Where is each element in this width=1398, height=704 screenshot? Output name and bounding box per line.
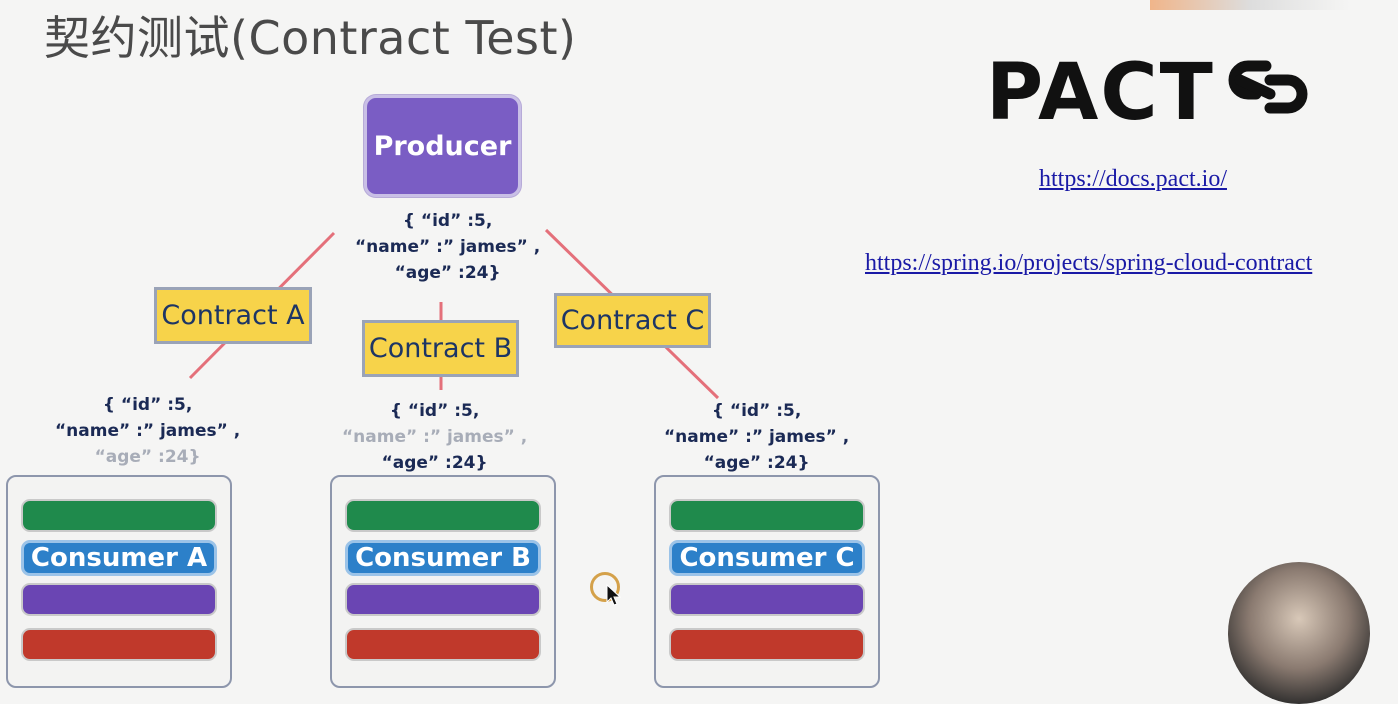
layer-bar-red: [345, 628, 541, 661]
consumer-c-label: Consumer C: [669, 540, 865, 576]
consumer-c-box: Consumer C: [654, 475, 880, 688]
json-line: “age” :24}: [703, 453, 810, 473]
json-line: { “id” :5,: [402, 211, 493, 231]
contract-c: Contract C: [554, 293, 711, 348]
pact-logo-text: PACT: [986, 48, 1215, 138]
layer-bar-purple: [21, 583, 217, 616]
chain-link-icon: [1228, 60, 1308, 114]
json-line: { “id” :5,: [711, 401, 802, 421]
consumer-b-label: Consumer B: [345, 540, 541, 576]
json-line: “name” :” james” ,: [664, 427, 850, 447]
mouse-pointer-icon: [606, 584, 622, 606]
json-line-unused: “name” :” james” ,: [342, 427, 528, 447]
blurred-corner: [1150, 0, 1350, 10]
layer-bar-purple: [669, 583, 865, 616]
consumer-a-box: Consumer A: [6, 475, 232, 688]
layer-bar-red: [669, 628, 865, 661]
consumer-c-json: { “id” :5, “name” :” james” , “age” :24}: [664, 398, 849, 476]
json-line: “name” :” james” ,: [355, 237, 541, 257]
layer-bar-purple: [345, 583, 541, 616]
spring-cloud-contract-link[interactable]: https://spring.io/projects/spring-cloud-…: [865, 250, 1313, 276]
contract-a: Contract A: [154, 287, 312, 344]
json-line: “age” :24}: [381, 453, 488, 473]
cursor-highlight-ring: [590, 572, 620, 602]
webcam-overlay: [1228, 562, 1370, 704]
json-line: “name” :” james” ,: [55, 421, 241, 441]
consumer-b-json: { “id” :5, “name” :” james” , “age” :24}: [342, 398, 527, 476]
consumer-a-json: { “id” :5, “name” :” james” , “age” :24}: [55, 392, 240, 470]
json-line-unused: “age” :24}: [94, 447, 201, 467]
contract-b: Contract B: [362, 320, 519, 377]
consumer-b-box: Consumer B: [330, 475, 556, 688]
producer-box: Producer: [364, 95, 521, 197]
page-title: 契约测试(Contract Test): [44, 11, 577, 65]
layer-bar-green: [21, 499, 217, 532]
json-line: { “id” :5,: [389, 401, 480, 421]
producer-json: { “id” :5, “name” :” james” , “age” :24}: [355, 208, 540, 286]
consumer-a-label: Consumer A: [21, 540, 217, 576]
json-line: “age” :24}: [394, 263, 501, 283]
layer-bar-green: [345, 499, 541, 532]
json-line: { “id” :5,: [102, 395, 193, 415]
layer-bar-red: [21, 628, 217, 661]
pact-logo: PACT: [986, 48, 1215, 138]
layer-bar-green: [669, 499, 865, 532]
pact-docs-link[interactable]: https://docs.pact.io/: [1039, 166, 1227, 192]
